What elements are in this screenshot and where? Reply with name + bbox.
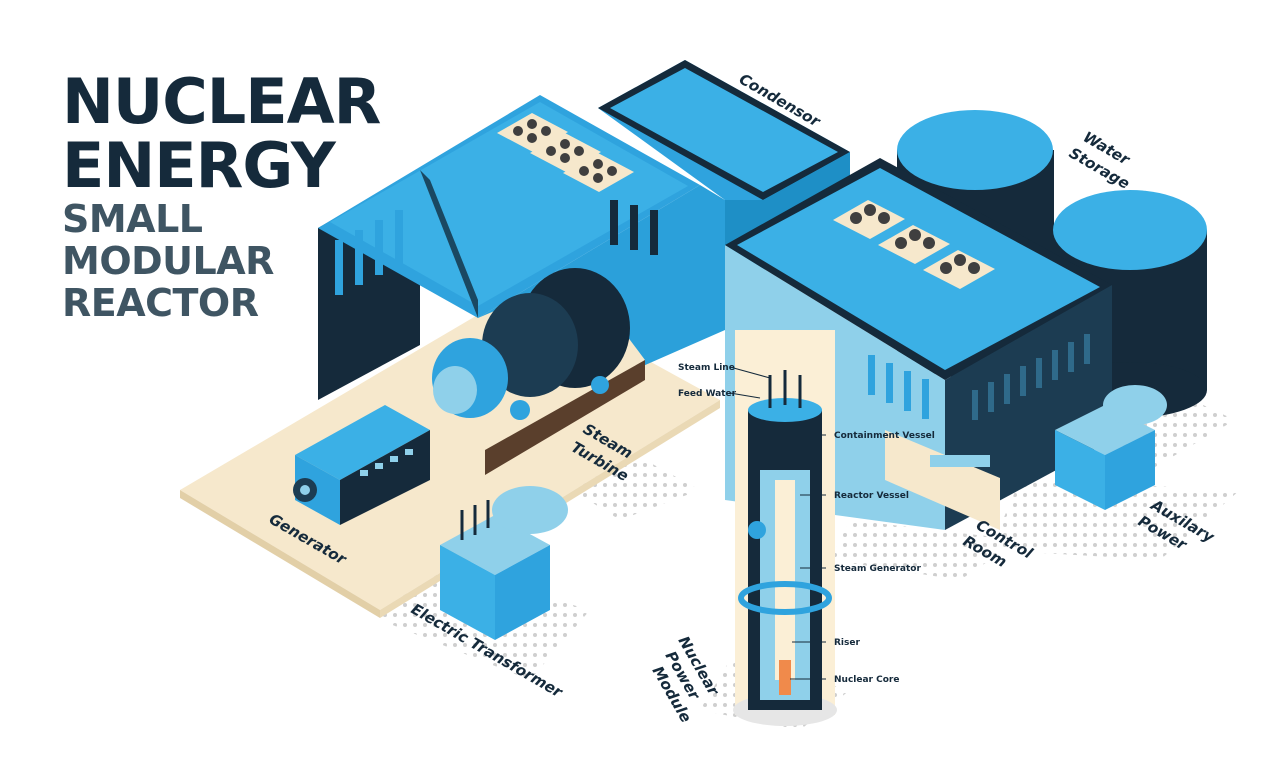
label-containment-vessel: Containment Vessel [834,431,935,441]
label-reactor-vessel: Reactor Vessel [834,491,909,501]
label-steam-generator: Steam Generator [834,564,921,574]
title-energy: ENERGY [62,129,336,202]
nuclear-power-module [733,330,837,726]
electric-transformer [440,486,568,640]
generator [293,405,430,525]
subtitle-reactor: REACTOR [62,281,259,325]
label-riser: Riser [834,638,860,648]
subtitle-modular: MODULAR [62,239,274,283]
label-nuclear-core: Nuclear Core [834,675,899,685]
subtitle-small: SMALL [62,197,203,241]
label-feed-water: Feed Water [678,389,737,399]
auxiliary-power-unit [1055,385,1167,510]
roof-vents [497,113,634,192]
steam-turbine [385,268,645,475]
title-block: NUCLEAR ENERGY SMALL MODULAR REACTOR [62,65,381,325]
label-steam-line: Steam Line [678,363,735,373]
module-leader-lines [729,366,826,680]
title-nuclear: NUCLEAR [62,65,381,138]
